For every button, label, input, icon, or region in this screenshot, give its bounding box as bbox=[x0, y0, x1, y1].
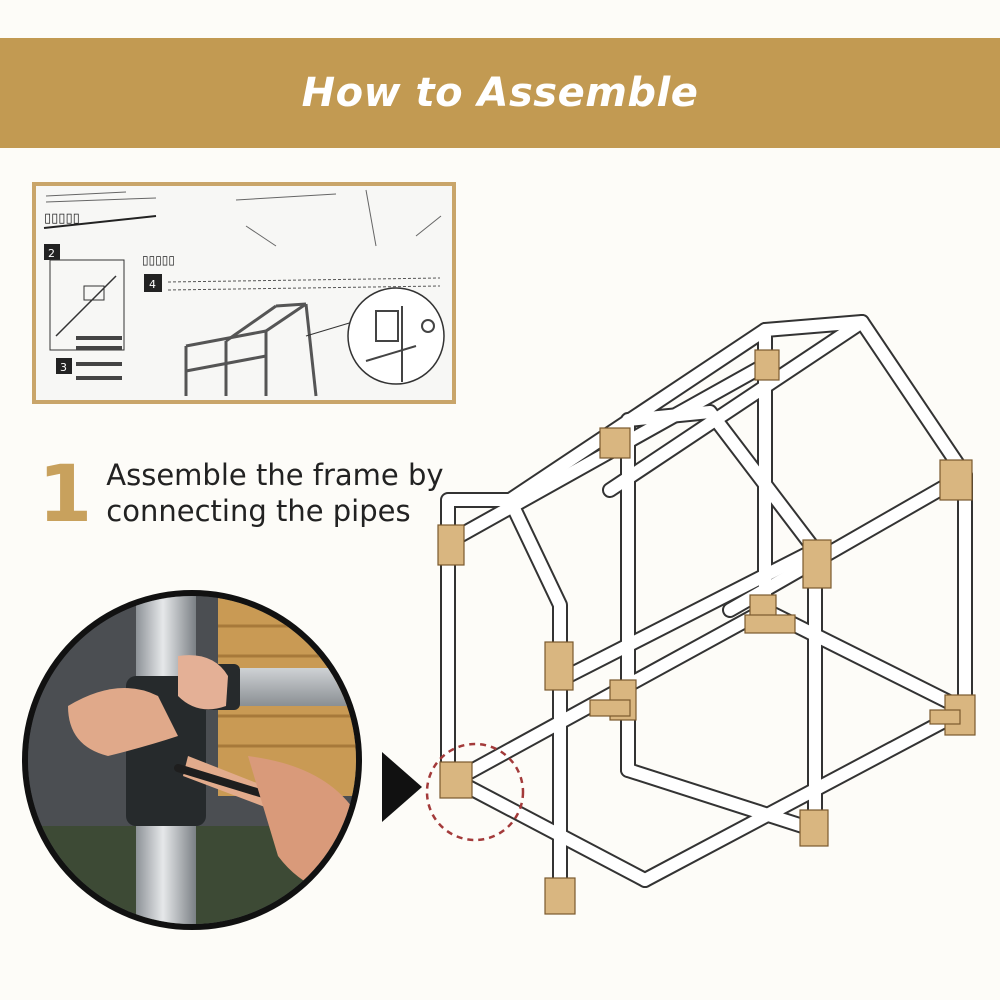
step-1: 1 Assemble the frame by connecting the p… bbox=[38, 455, 466, 535]
title-banner: How to Assemble bbox=[0, 38, 1000, 148]
frame-diagram bbox=[400, 300, 990, 934]
instruction-manual-image: ▯▯▯▯▯ 2 3 4 ▯▯▯▯▯ bbox=[32, 182, 456, 404]
dashed-circle-icon bbox=[425, 742, 525, 842]
svg-text:▯▯▯▯▯: ▯▯▯▯▯ bbox=[44, 211, 80, 226]
step-description: Assemble the frame by connecting the pip… bbox=[106, 458, 444, 528]
manual-step-2-label: 2 bbox=[48, 247, 55, 260]
svg-text:▯▯▯▯▯: ▯▯▯▯▯ bbox=[142, 253, 175, 267]
banner-title: How to Assemble bbox=[301, 70, 699, 116]
right-arrow-icon bbox=[376, 752, 426, 826]
closeup-photo bbox=[22, 590, 362, 930]
manual-step-3-label: 3 bbox=[60, 361, 67, 374]
step-number: 1 bbox=[38, 450, 93, 540]
manual-step-4-label: 4 bbox=[149, 278, 156, 291]
